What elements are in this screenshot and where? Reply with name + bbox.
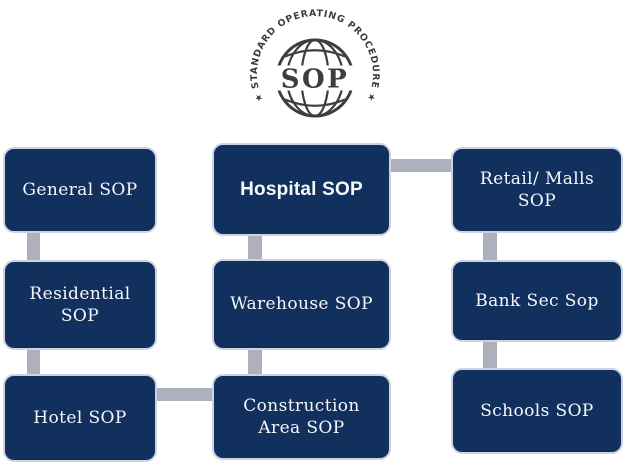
node-label: SOP (517, 191, 557, 211)
node-label: Construction (243, 395, 360, 416)
node-schools-sop: Schools SOP (451, 368, 623, 454)
connector-hotel-construction (156, 388, 215, 401)
node-label: Hospital SOP (240, 178, 363, 200)
connector-hospital-retail (391, 159, 451, 172)
node-label: General SOP (22, 179, 138, 200)
node-label: Warehouse SOP (230, 294, 373, 315)
node-hotel-sop: Hotel SOP (3, 374, 157, 462)
connector-warehouse-construction (248, 350, 262, 374)
connector-retail-bank (483, 233, 497, 260)
connector-residential-hotel (27, 350, 40, 374)
node-retail-malls-sop: Retail/ Malls SOP (451, 147, 623, 233)
sop-globe-logo: ★ STANDARD OPERATING PROCEDURE ★ SOP (240, 2, 390, 136)
node-bank-sec-sop: Bank Sec Sop (451, 260, 623, 342)
connector-hospital-warehouse (248, 236, 262, 259)
connector-general-residential (27, 233, 40, 260)
node-label: Bank Sec Sop (475, 290, 599, 311)
node-construction-area-sop: Construction Area SOP (212, 374, 391, 460)
node-label: Area SOP (258, 418, 345, 438)
node-general-sop: General SOP (3, 147, 157, 233)
node-residential-sop: Residential SOP (3, 260, 157, 350)
node-warehouse-sop: Warehouse SOP (212, 259, 391, 350)
node-label: Residential (29, 283, 131, 304)
connector-bank-schools (483, 342, 497, 368)
node-label: Retail/ Malls (479, 168, 595, 189)
node-label: Schools SOP (480, 400, 594, 421)
logo-band (275, 65, 355, 91)
node-label: Hotel SOP (33, 407, 127, 428)
node-hospital-sop: Hospital SOP (212, 143, 391, 236)
node-label: SOP (60, 306, 100, 326)
logo-monogram: SOP (281, 65, 349, 95)
